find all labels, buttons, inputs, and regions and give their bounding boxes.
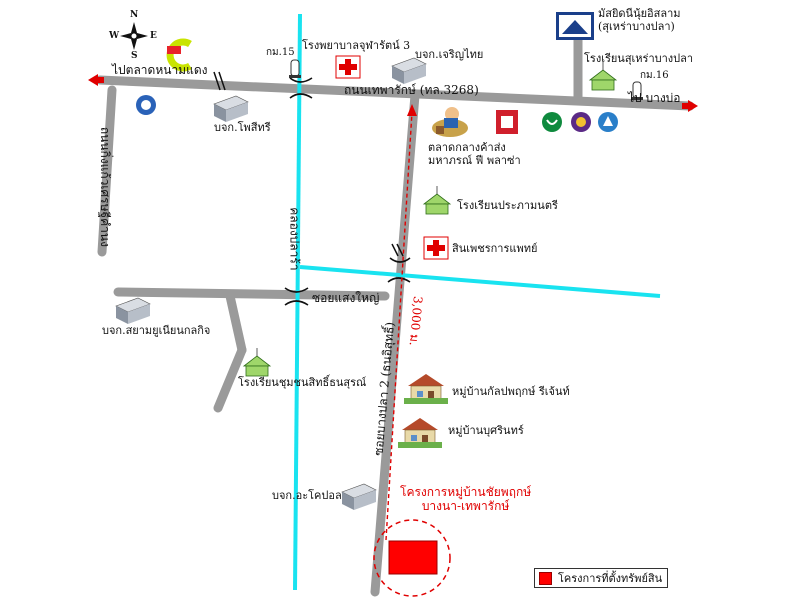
place-school-prachamontri: โรงเรียนประภามนตรี (457, 199, 558, 212)
soi-saeng-yai-road (113, 287, 390, 301)
place-hospital-chularat: โรงพยาบาลจุฬารัตน์ 3 (302, 39, 411, 52)
project-title: โครงการหมู่บ้านชัยพฤกษ์ บางนา-เทพารักษ์ (400, 485, 532, 513)
canal-label: คลองปลาร้า (287, 207, 302, 271)
place-company-charoen: บจก.เจริญไทย (415, 48, 484, 61)
place-company-acco: บจก.อะโคปอล (272, 489, 342, 502)
compass-east: E (150, 31, 157, 41)
building-icon (341, 483, 377, 510)
direction-arrow-right (682, 100, 698, 112)
canal-horizontal (299, 265, 661, 298)
soi-bang-pla-road (370, 90, 420, 597)
project-location-marker (373, 519, 451, 597)
compass-north: N (130, 10, 139, 20)
bridge-icon (284, 287, 309, 306)
km-post-icon (631, 81, 643, 100)
hospital-icon (335, 55, 361, 79)
soi-branch-road (225, 291, 247, 355)
place-mosque: มัสยิดนีนุ้ยอิสลาม (สุเหร่าบางปลา) (598, 7, 681, 33)
canal-network (293, 13, 661, 591)
school-icons (242, 62, 618, 377)
house-icon (398, 418, 442, 448)
soi-branch-road-2 (213, 345, 247, 413)
mosque-sign-icon (556, 12, 594, 40)
distance-label: 3,000 ม. (406, 295, 425, 347)
building-icon (213, 95, 249, 122)
road-network (95, 35, 695, 597)
bridge-icon (289, 77, 313, 99)
place-company-siam: บจก.สยามยูเนียนกลกิจ (102, 324, 211, 337)
building-icons (115, 57, 427, 510)
place-market: ตลาดกลางค้าส่ง มหาภรณ์ ฟี พลาซ่า (428, 141, 521, 167)
bank-logo-icon (136, 95, 156, 115)
km16-label: กม.16 (640, 70, 669, 81)
road-label-to-left: ไปตลาดหนามแดง (112, 63, 208, 77)
school-icon (588, 62, 618, 91)
place-village-kanlapa: หมู่บ้านกัลปพฤกษ์ รีเจ้นท์ (452, 385, 570, 398)
map-legend: โครงการที่ตั้งทรัพย์สิน (534, 568, 668, 588)
road-label-left-vertical: ถนนกิ่งแก้วเศรษฐีคำนง (97, 126, 112, 247)
legend-swatch (539, 571, 552, 585)
hospital-icon (423, 236, 449, 260)
compass-south: S (131, 51, 138, 61)
left-vertical-road (97, 85, 117, 257)
compass-west: W (109, 31, 120, 41)
school-icon (422, 186, 452, 215)
bank-logo-icon (571, 112, 591, 132)
building-icon (115, 297, 151, 324)
bridge-icon (387, 257, 411, 283)
place-village-bu: หมู่บ้านบุศรินทร์ (448, 424, 524, 437)
compass-rose-icon (120, 22, 148, 50)
house-icon (404, 374, 448, 404)
distance-arrow (385, 104, 417, 541)
km15-label: กม.15 (266, 47, 295, 58)
road-label-to-right: ไป บางบ่อ (628, 91, 681, 105)
place-school-chum: โรงเรียนชุมชนสิทธิ์ธนสุรณ์ (238, 376, 367, 389)
school-icon (242, 348, 272, 377)
store-logo-icon (496, 110, 518, 134)
canal-vertical (293, 13, 302, 591)
road-break-markers (213, 71, 404, 257)
market-mascot-icon (432, 107, 468, 137)
road-label-soi-saeng: ซอยแสงใหญ่ (312, 291, 380, 305)
building-icon (391, 57, 427, 84)
direction-arrow-left (88, 74, 104, 86)
place-hospital-sinphet: สินเพชรการแพทย์ (452, 242, 538, 255)
place-school-suhrao: โรงเรียนสุเหร่าบางปลา (584, 52, 694, 65)
main-road-thepharak (95, 75, 695, 111)
bank-logo-icon (598, 112, 618, 132)
bank-logo-icon (542, 112, 562, 132)
km-post-icon (289, 59, 301, 78)
place-company-phosri: บจก.โพสีทรี (214, 121, 271, 134)
legend-label: โครงการที่ตั้งทรัพย์สิน (558, 572, 663, 585)
big-c-logo-icon (165, 38, 192, 72)
bridge-markers (284, 77, 411, 306)
road-label-main: ถนนเทพารักษ์ (ทล.3268) (344, 83, 479, 97)
